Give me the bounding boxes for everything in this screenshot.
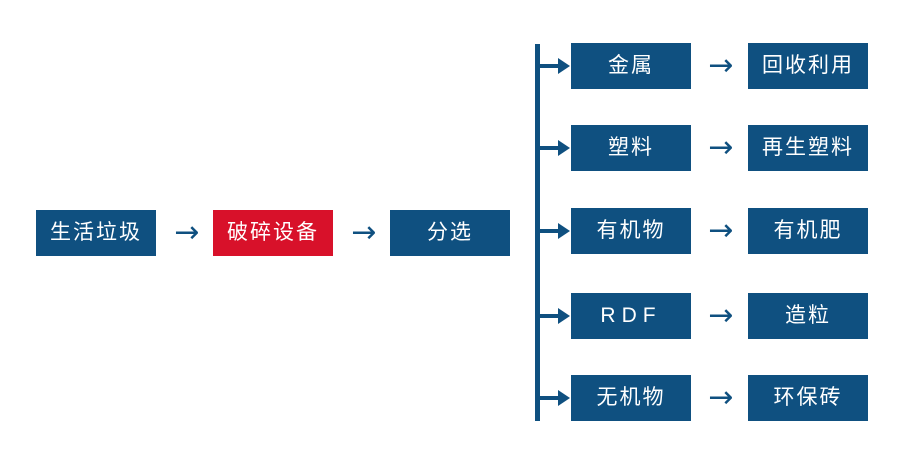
branch-material-2-label: 塑料 bbox=[608, 135, 654, 159]
branch-material-1-label: 金属 bbox=[608, 53, 654, 77]
branch-arrow-icon-4 bbox=[538, 302, 570, 330]
branch-material-5[interactable]: 无机物 bbox=[571, 375, 691, 421]
branch-arrow-icon-1 bbox=[538, 52, 570, 80]
branch-arrow-right-icon-5: → bbox=[700, 375, 742, 421]
branch-material-5-label: 无机物 bbox=[596, 385, 666, 409]
flow-node-waste[interactable]: 生活垃圾 bbox=[36, 210, 156, 256]
arrow-glyph: → bbox=[708, 213, 734, 248]
arrow-glyph: → bbox=[708, 48, 734, 83]
branch-product-1[interactable]: 回收利用 bbox=[748, 43, 868, 89]
flow-node-crusher-label: 破碎设备 bbox=[227, 220, 319, 244]
arrow-glyph: → bbox=[708, 380, 734, 415]
flow-node-sorting-label: 分选 bbox=[427, 220, 473, 244]
arrow-glyph: → bbox=[708, 298, 734, 333]
branch-bus-line bbox=[535, 44, 540, 421]
flow-node-sorting[interactable]: 分选 bbox=[390, 210, 510, 256]
flow-node-waste-label: 生活垃圾 bbox=[50, 220, 142, 244]
branch-material-1[interactable]: 金属 bbox=[571, 43, 691, 89]
branch-arrow-right-icon-3: → bbox=[700, 208, 742, 254]
branch-product-5[interactable]: 环保砖 bbox=[748, 375, 868, 421]
arrow-right-icon-1: → bbox=[166, 210, 208, 256]
arrow-right-icon-2: → bbox=[343, 210, 385, 256]
arrow-glyph: → bbox=[174, 215, 200, 250]
arrow-glyph: → bbox=[708, 130, 734, 165]
branch-material-4-label: RDF bbox=[600, 303, 662, 327]
branch-arrow-icon-5 bbox=[538, 384, 570, 412]
branch-product-3[interactable]: 有机肥 bbox=[748, 208, 868, 254]
branch-product-2-label: 再生塑料 bbox=[762, 135, 854, 159]
branch-arrow-right-icon-4: → bbox=[700, 293, 742, 339]
branch-product-4[interactable]: 造粒 bbox=[748, 293, 868, 339]
branch-arrow-right-icon-2: → bbox=[700, 125, 742, 171]
branch-product-3-label: 有机肥 bbox=[773, 218, 843, 242]
branch-arrow-icon-2 bbox=[538, 134, 570, 162]
branch-product-1-label: 回收利用 bbox=[762, 53, 854, 77]
branch-material-2[interactable]: 塑料 bbox=[571, 125, 691, 171]
branch-product-5-label: 环保砖 bbox=[773, 385, 843, 409]
arrow-glyph: → bbox=[351, 215, 377, 250]
branch-material-3[interactable]: 有机物 bbox=[571, 208, 691, 254]
branch-arrow-right-icon-1: → bbox=[700, 43, 742, 89]
branch-material-4[interactable]: RDF bbox=[571, 293, 691, 339]
branch-product-2[interactable]: 再生塑料 bbox=[748, 125, 868, 171]
branch-material-3-label: 有机物 bbox=[596, 218, 666, 242]
branch-product-4-label: 造粒 bbox=[785, 303, 831, 327]
branch-arrow-icon-3 bbox=[538, 217, 570, 245]
flow-node-crusher[interactable]: 破碎设备 bbox=[213, 210, 333, 256]
